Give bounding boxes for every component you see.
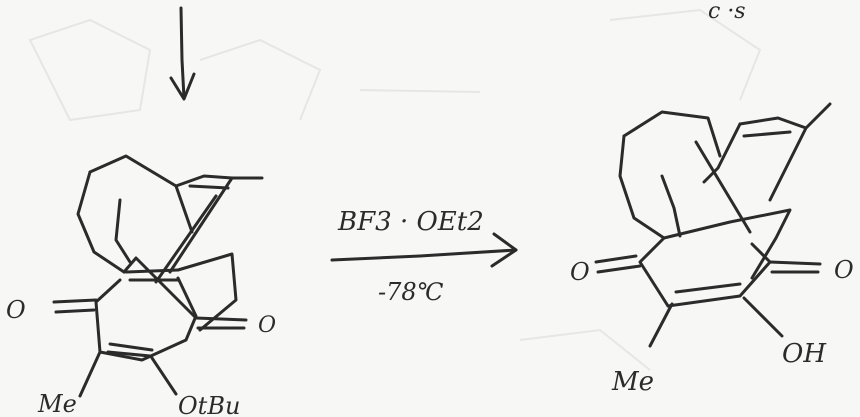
product-hydroxyl-label: OH xyxy=(782,339,827,369)
product-ketone-right-label: O xyxy=(834,256,854,284)
reaction-arrow-icon xyxy=(330,232,518,268)
background-bleed-through xyxy=(28,8,762,371)
top-partial-text: c ·s xyxy=(708,0,746,24)
product-ketone-left-label: O xyxy=(570,258,590,286)
reactant-ether-label: OtBu xyxy=(178,392,240,417)
temperature-label: -78℃ xyxy=(378,278,444,306)
reactant-methyl-label: Me xyxy=(37,390,77,417)
product-methyl-label: Me xyxy=(611,367,654,397)
product-structure xyxy=(594,102,832,348)
down-arrow-icon xyxy=(169,6,196,101)
reactant-structure xyxy=(52,154,264,398)
reactant-ketone-left-label: O xyxy=(6,296,26,324)
reactant-ketone-right-label: O xyxy=(258,313,276,338)
reagent-label: BF3 · OEt2 xyxy=(337,207,484,237)
